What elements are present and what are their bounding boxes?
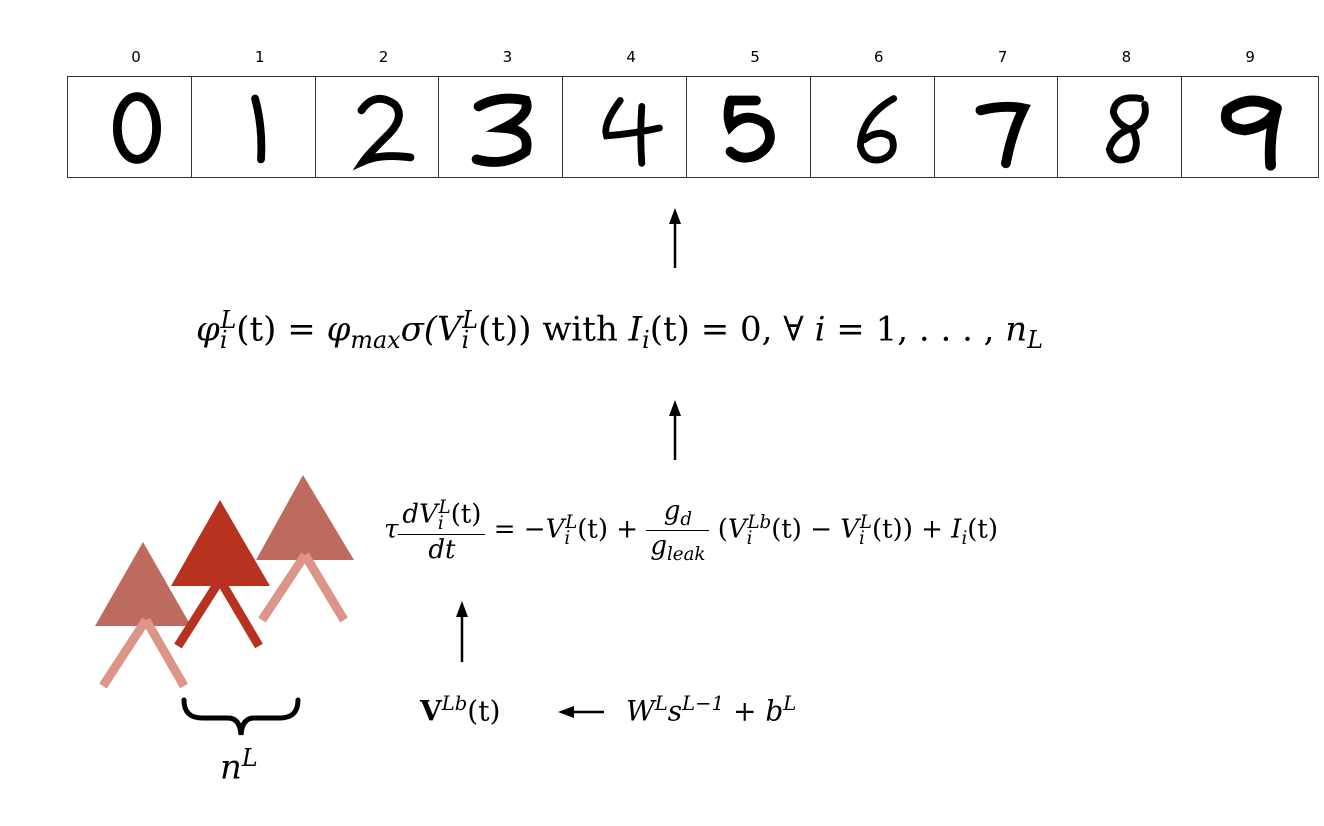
digit-image-7: [933, 76, 1072, 178]
digit-label-5: 5: [750, 48, 760, 66]
digit-image-8: [1057, 76, 1196, 178]
digit-image-3: [438, 76, 577, 178]
digit-image-5: [686, 76, 824, 178]
neuron-body-right: [256, 475, 354, 560]
basal-potential: VLb(t): [420, 692, 501, 728]
digit-label-6: 6: [874, 48, 884, 66]
neuron-body-center: [171, 500, 270, 586]
digit-label-1: 1: [255, 48, 265, 66]
digit-label-2: 2: [378, 48, 389, 66]
dendrite-right-right: [301, 552, 348, 623]
neuron-group: [95, 475, 354, 689]
dendrite-center-left: [174, 577, 224, 649]
digit-label-4: 4: [626, 48, 636, 66]
digit-label-8: 8: [1121, 48, 1132, 66]
digit-image-0: [67, 76, 205, 178]
digit-label-3: 3: [502, 48, 513, 66]
arrow-left: [558, 706, 604, 718]
arrow-up-middle: [669, 400, 681, 460]
digit-image-2: [314, 76, 453, 178]
brace: [181, 697, 301, 736]
neuron-body-left: [95, 542, 191, 626]
digit-label-7: 7: [997, 48, 1008, 66]
arrow-up-lower: [456, 601, 468, 662]
digit-label-9: 9: [1245, 48, 1255, 66]
dv-dt-fraction: dViL(t)dt: [398, 497, 486, 565]
dendrite-right-left: [258, 552, 309, 623]
dendrite-left-left: [99, 617, 150, 689]
digit-image-1: [190, 76, 329, 178]
input-expression: WLsL−1 + bL: [626, 692, 797, 728]
dendrite-center-right: [216, 577, 263, 649]
digit-label-0: 0: [131, 48, 141, 66]
layer-size-label: nL: [220, 744, 258, 788]
output-equation: φiL(t) = φmaxσ(ViL(t)) with Ii(t) = 0, ∀…: [196, 306, 1044, 355]
digit-image-6: [809, 76, 948, 178]
digit-image-4: [562, 76, 701, 178]
digit-image-9: [1181, 76, 1320, 178]
dendrite-left-right: [142, 617, 188, 689]
arrow-up-top: [669, 208, 681, 268]
